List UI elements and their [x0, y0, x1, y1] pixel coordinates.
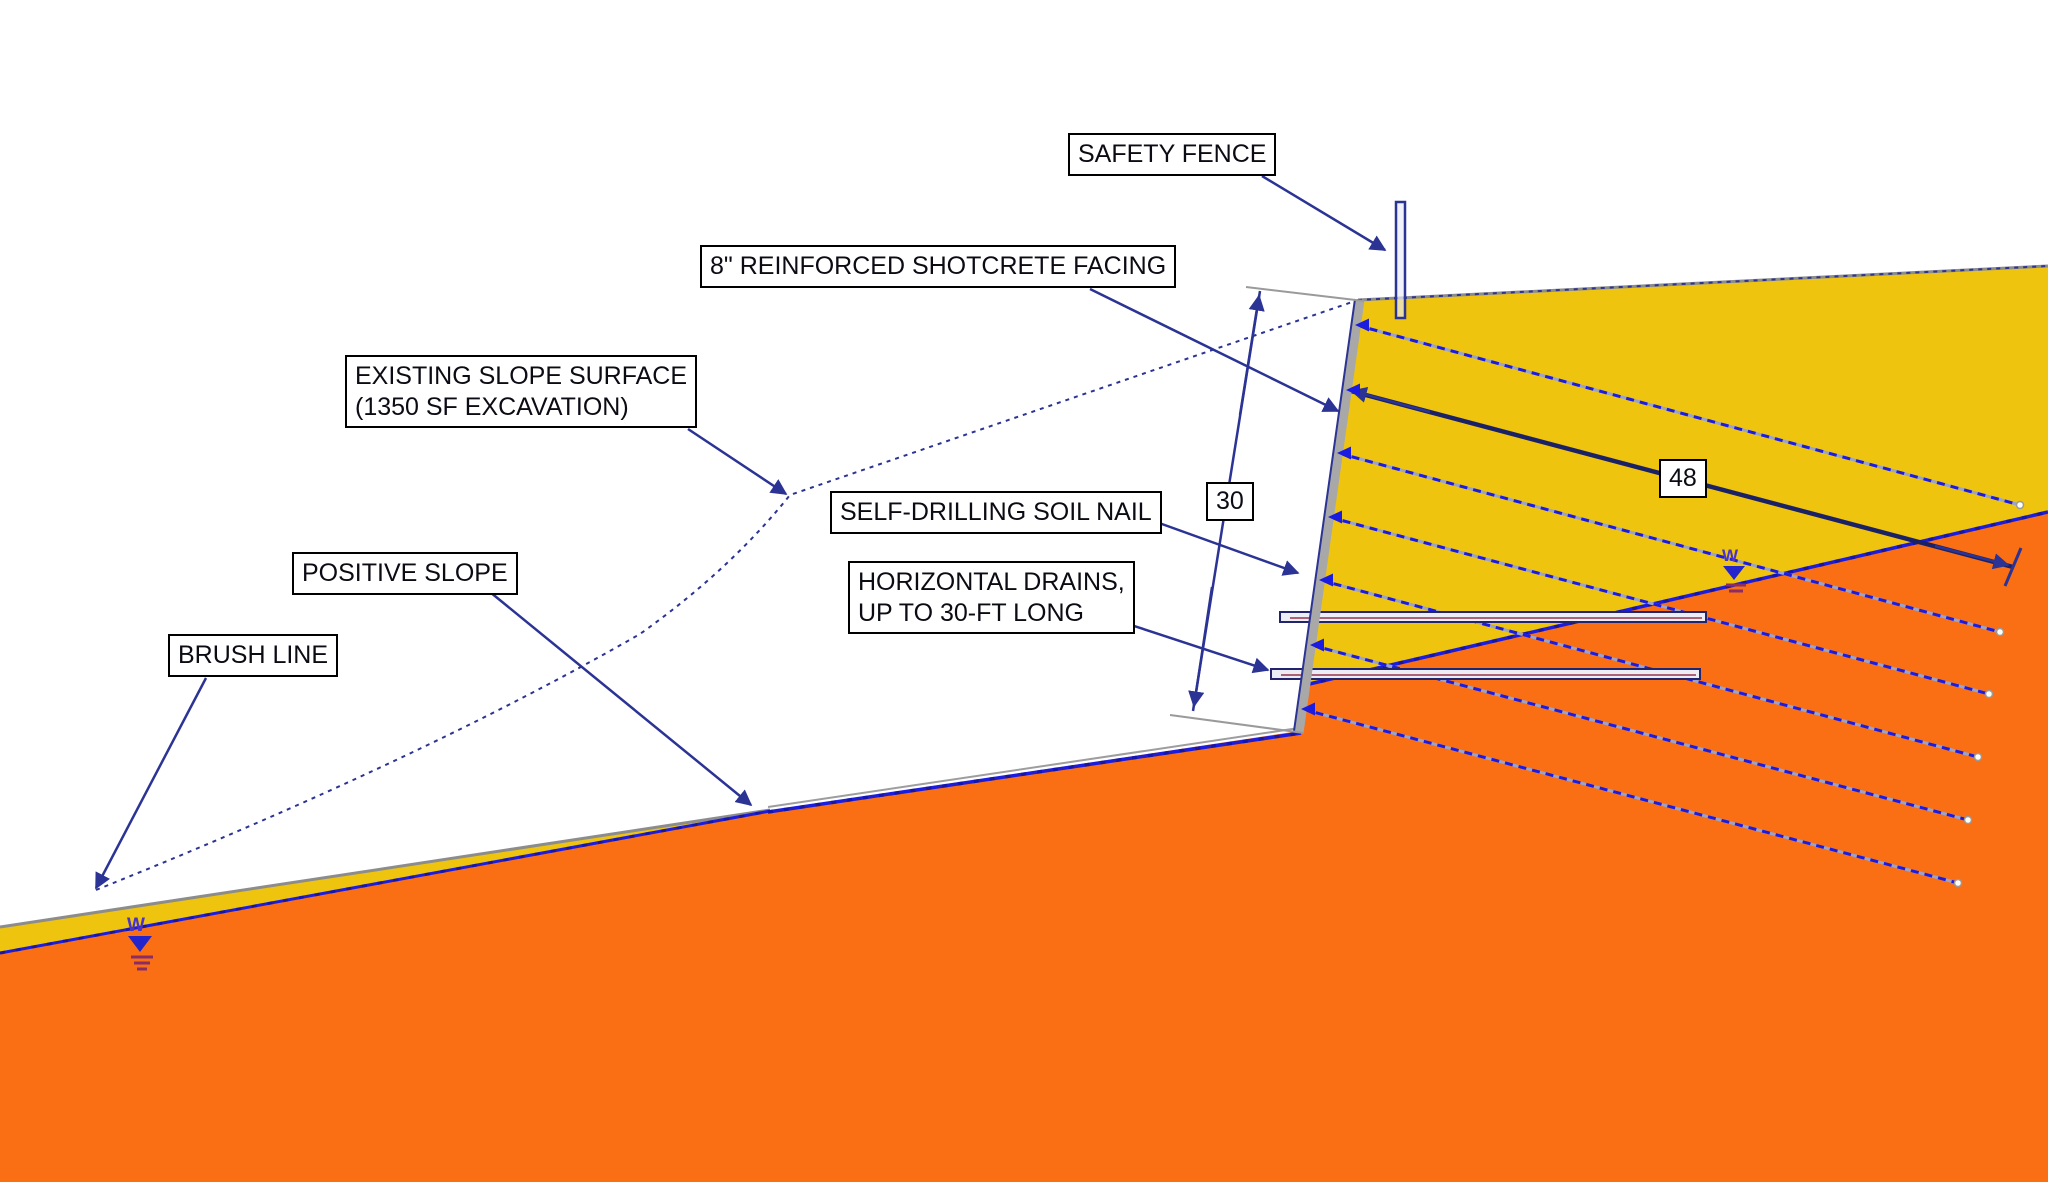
- leader-positive-slope: [489, 591, 753, 807]
- water-table-marker-right: W: [1722, 546, 1746, 593]
- label-positive-slope: POSITIVE SLOPE: [292, 552, 518, 595]
- water-table-marker-left: W: [127, 915, 153, 971]
- dim-30-label: 30: [1206, 482, 1254, 521]
- soil-nail-dashed: [1301, 707, 1959, 885]
- nail-head-marker: [1355, 318, 1369, 332]
- leader-soil-nail: [1147, 517, 1300, 576]
- label-soil-nail: SELF-DRILLING SOIL NAIL: [830, 491, 1162, 534]
- nail-head-marker: [1301, 702, 1315, 716]
- label-horizontal-drains-line1: HORIZONTAL DRAINS,: [858, 568, 1125, 596]
- soil-nail-dashed: [1355, 323, 2021, 507]
- water-triangle-icon: [128, 936, 152, 952]
- leader-safety-fence: [1261, 174, 1387, 252]
- nail-end-dot: [1953, 878, 1963, 888]
- leader-shotcrete-facing: [1089, 287, 1340, 413]
- nail-end-dot: [1995, 627, 2005, 637]
- dimension-tick: [2003, 547, 2023, 587]
- horizontal-drain: [1270, 668, 1701, 680]
- soil-nail-dashed: [1328, 515, 1990, 696]
- label-brush-line: BRUSH LINE: [168, 634, 339, 677]
- label-existing-slope: EXISTING SLOPE SURFACE (1350 SF EXCAVATI…: [345, 355, 698, 428]
- dim-48-label: 48: [1659, 459, 1707, 498]
- nail-head-marker: [1319, 573, 1333, 587]
- label-horizontal-drains-line2: UP TO 30-FT LONG: [858, 598, 1085, 627]
- crest-dashed-line: [1357, 265, 2048, 301]
- nail-end-dot: [2015, 500, 2025, 510]
- existing-slope-dashed-line: [95, 299, 1359, 891]
- soil-nail-dashed: [1337, 451, 2001, 634]
- leader-brush-line: [94, 677, 208, 890]
- horizontal-drains-group: [1270, 611, 1707, 680]
- surface-line-mid-gray: [767, 727, 1300, 808]
- label-horizontal-drains: HORIZONTAL DRAINS, UP TO 30-FT LONG: [848, 561, 1135, 634]
- horizontal-drain: [1279, 611, 1707, 623]
- label-shotcrete-facing: 8" REINFORCED SHOTCRETE FACING: [700, 245, 1177, 288]
- nail-end-dot: [1963, 815, 1973, 825]
- label-safety-fence: SAFETY FENCE: [1068, 133, 1277, 176]
- leader-horizontal-drains: [1124, 621, 1270, 674]
- nail-head-marker: [1310, 638, 1324, 652]
- extension-line-bottom: [1169, 714, 1305, 734]
- leader-existing-slope: [687, 427, 788, 496]
- nail-heads-group: [1301, 318, 1369, 716]
- nail-head-marker: [1328, 510, 1342, 524]
- surface-line-left: [0, 808, 771, 929]
- water-symbol-letter: W: [1722, 546, 1739, 565]
- nail-end-dot: [1973, 752, 1983, 762]
- label-existing-slope-line1: EXISTING SLOPE SURFACE: [355, 362, 688, 390]
- extension-line-top: [1245, 286, 1365, 302]
- water-table-line: [0, 510, 2048, 955]
- label-existing-slope-line2: (1350 SF EXCAVATION): [355, 392, 629, 421]
- water-triangle-icon: [1723, 566, 1745, 580]
- nail-head-marker: [1346, 383, 1360, 397]
- nail-head-marker: [1337, 446, 1351, 460]
- nail-end-dot: [1984, 689, 1994, 699]
- water-symbol-letter: W: [127, 915, 145, 936]
- safety-fence: [1394, 200, 1407, 320]
- wall-height-dimension: [1169, 286, 1365, 734]
